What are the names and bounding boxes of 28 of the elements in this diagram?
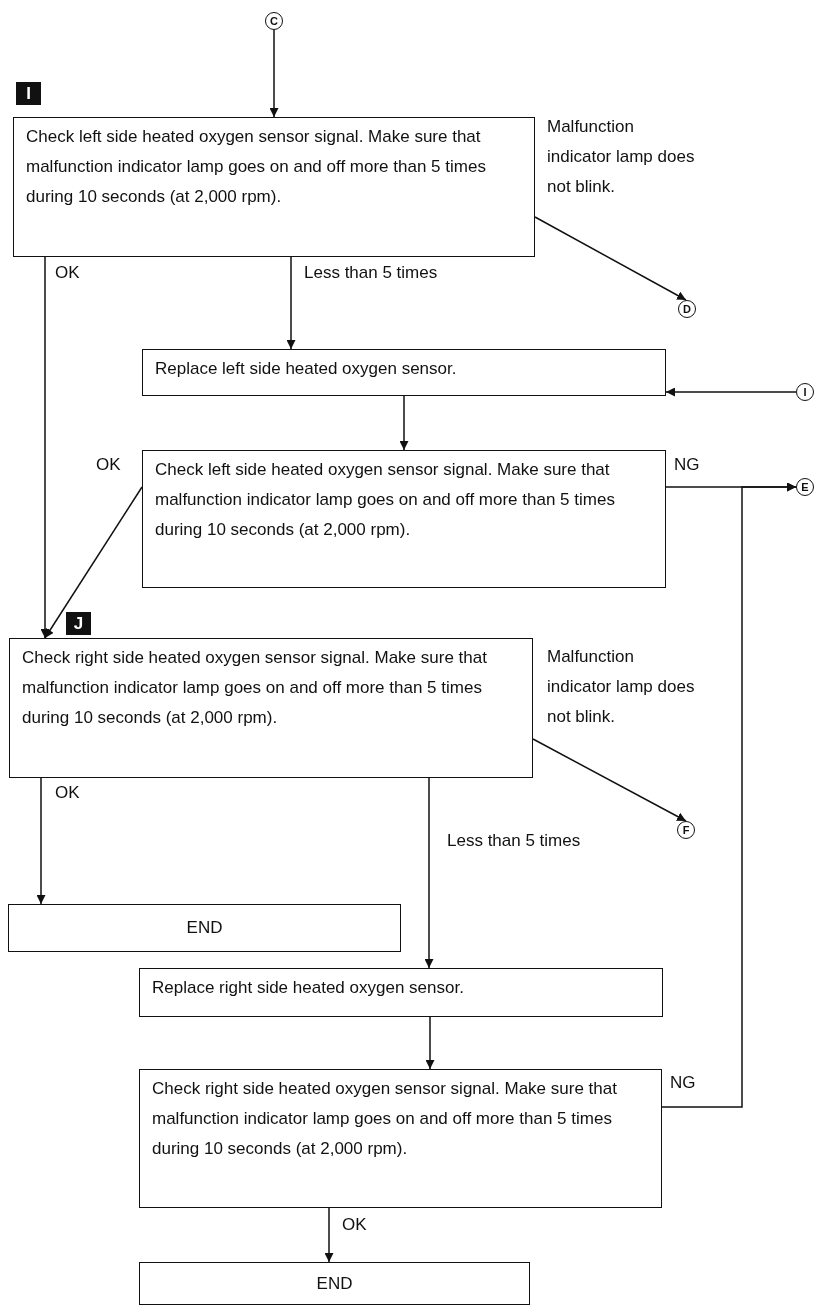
end-box: END [8, 904, 401, 952]
process-box: Replace right side heated oxygen sensor. [139, 968, 663, 1017]
arrow [661, 482, 797, 1108]
arrow [40, 256, 50, 639]
arrow [532, 738, 687, 822]
connector-circle: D [678, 300, 696, 318]
arrow [665, 387, 797, 397]
arrow [324, 1207, 334, 1263]
arrow [425, 1016, 435, 1070]
connector-circle: E [796, 478, 814, 496]
process-box: Replace left side heated oxygen sensor. [142, 349, 666, 396]
arrow [399, 395, 409, 451]
arrow [424, 777, 434, 969]
connector-circle: I [796, 383, 814, 401]
process-box: Check left side heated oxygen sensor signal. Make sure that malfunction indicator lamp goes on and off more than 5 times during 10 seconds (at 2,000 rpm). [142, 450, 666, 588]
end-box: END [139, 1262, 530, 1305]
connector-circle: C [265, 12, 283, 30]
process-box: Check right side heated oxygen sensor signal. Make sure that malfunction indicator lamp goes on and off more than 5 times during 10 seconds (at 2,000 rpm). [139, 1069, 662, 1208]
process-box: Check left side heated oxygen sensor signal. Make sure that malfunction indicator lamp goes on and off more than 5 times during 10 seconds (at 2,000 rpm). [13, 117, 535, 257]
arrow [44, 486, 143, 639]
step-marker: I [16, 82, 41, 105]
arrow [286, 256, 296, 350]
step-marker: J [66, 612, 91, 635]
arrow [269, 29, 279, 118]
arrow [36, 777, 46, 905]
connector-circle: F [677, 821, 695, 839]
arrow [534, 216, 687, 301]
process-box: Check right side heated oxygen sensor signal. Make sure that malfunction indicator lamp goes on and off more than 5 times during 10 seconds (at 2,000 rpm). [9, 638, 533, 778]
